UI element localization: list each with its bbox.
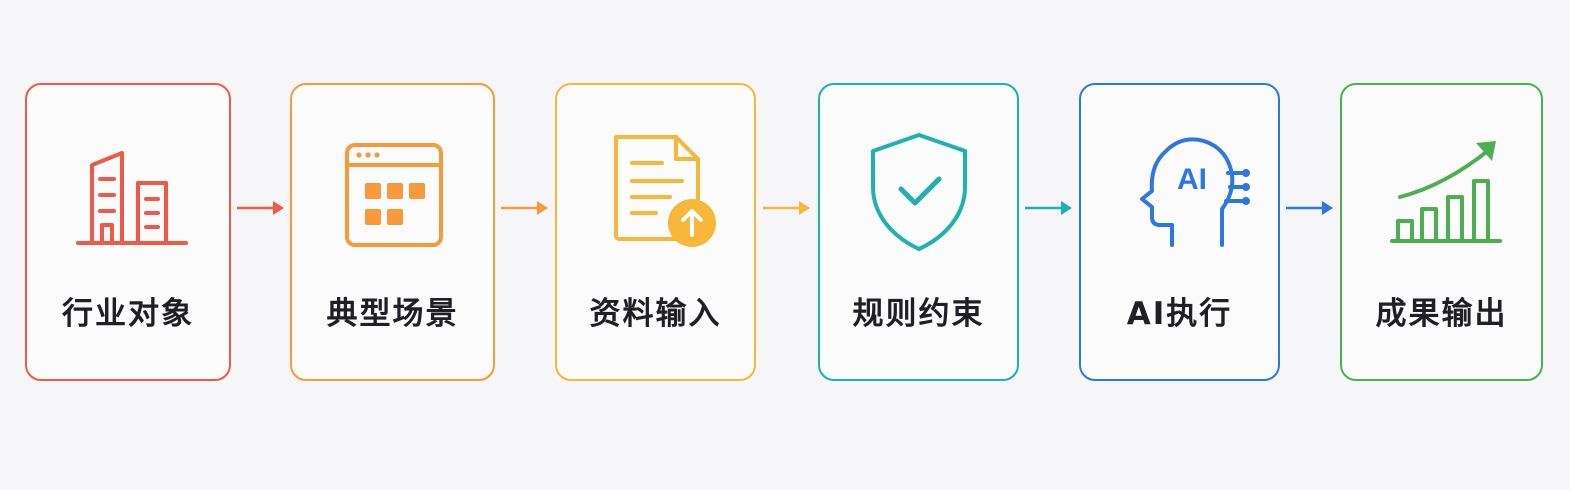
step-label: 资料输入: [589, 296, 722, 332]
growth-chart-icon: [1372, 125, 1512, 255]
shield-check-icon: [849, 125, 989, 255]
arrow-right-icon: [233, 196, 287, 220]
step-card-output: 成果输出: [1340, 83, 1543, 381]
arrow-right-icon: [1282, 196, 1336, 220]
arrow-right-icon: [759, 196, 813, 220]
step-label: AI执行: [1126, 296, 1233, 332]
step-card-material-input: 资料输入: [555, 83, 756, 381]
document-upload-icon: [586, 125, 726, 255]
arrow-right-icon: [1021, 196, 1075, 220]
ai-head-icon: AI: [1110, 125, 1250, 255]
ai-icon-text: AI: [1177, 163, 1207, 196]
step-label: 行业对象: [62, 296, 194, 332]
step-label: 规则约束: [852, 296, 985, 332]
step-card-scenario: 典型场景: [290, 83, 495, 381]
step-label: 典型场景: [326, 296, 459, 332]
step-card-industry: 行业对象: [25, 83, 231, 381]
step-card-rules: 规则约束: [818, 83, 1019, 381]
building-icon: [58, 125, 198, 255]
arrow-right-icon: [497, 196, 551, 220]
app-window-grid-icon: [323, 125, 463, 255]
step-label: 成果输出: [1375, 296, 1508, 332]
step-card-ai-execution: AI AI执行: [1079, 83, 1280, 381]
